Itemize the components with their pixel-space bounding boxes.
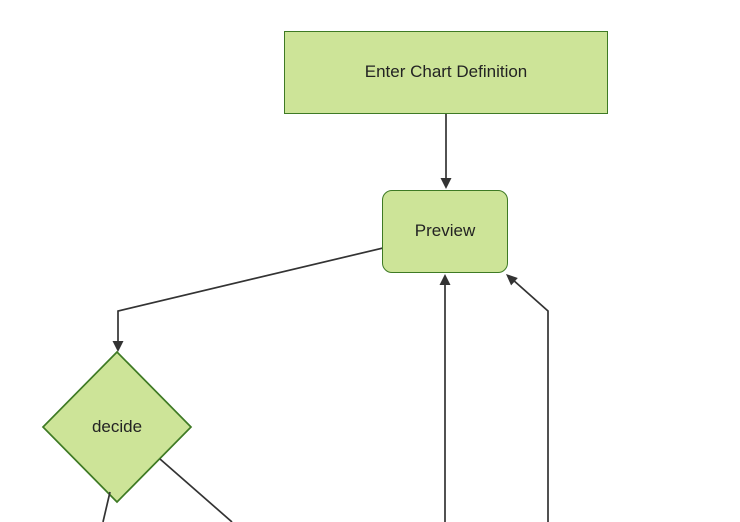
node-decide-shape <box>41 350 193 504</box>
node-enter-chart-definition: Enter Chart Definition <box>284 31 608 114</box>
arrowhead-enter-to-preview <box>440 178 452 189</box>
arrowhead-bottom-to-preview-center <box>439 274 451 285</box>
node-enter-chart-definition-label: Enter Chart Definition <box>364 62 528 82</box>
node-preview: Preview <box>382 190 508 273</box>
edge-decide-to-bottom-right <box>159 458 233 522</box>
edge-bottom-to-preview-right <box>511 278 549 522</box>
arrowhead-bottom-to-preview-right <box>506 274 518 286</box>
arrowhead-preview-to-decide <box>112 341 124 352</box>
edge-decide-to-bottom-left <box>102 491 111 522</box>
node-preview-label: Preview <box>414 221 476 241</box>
edge-preview-to-decide <box>117 247 384 342</box>
